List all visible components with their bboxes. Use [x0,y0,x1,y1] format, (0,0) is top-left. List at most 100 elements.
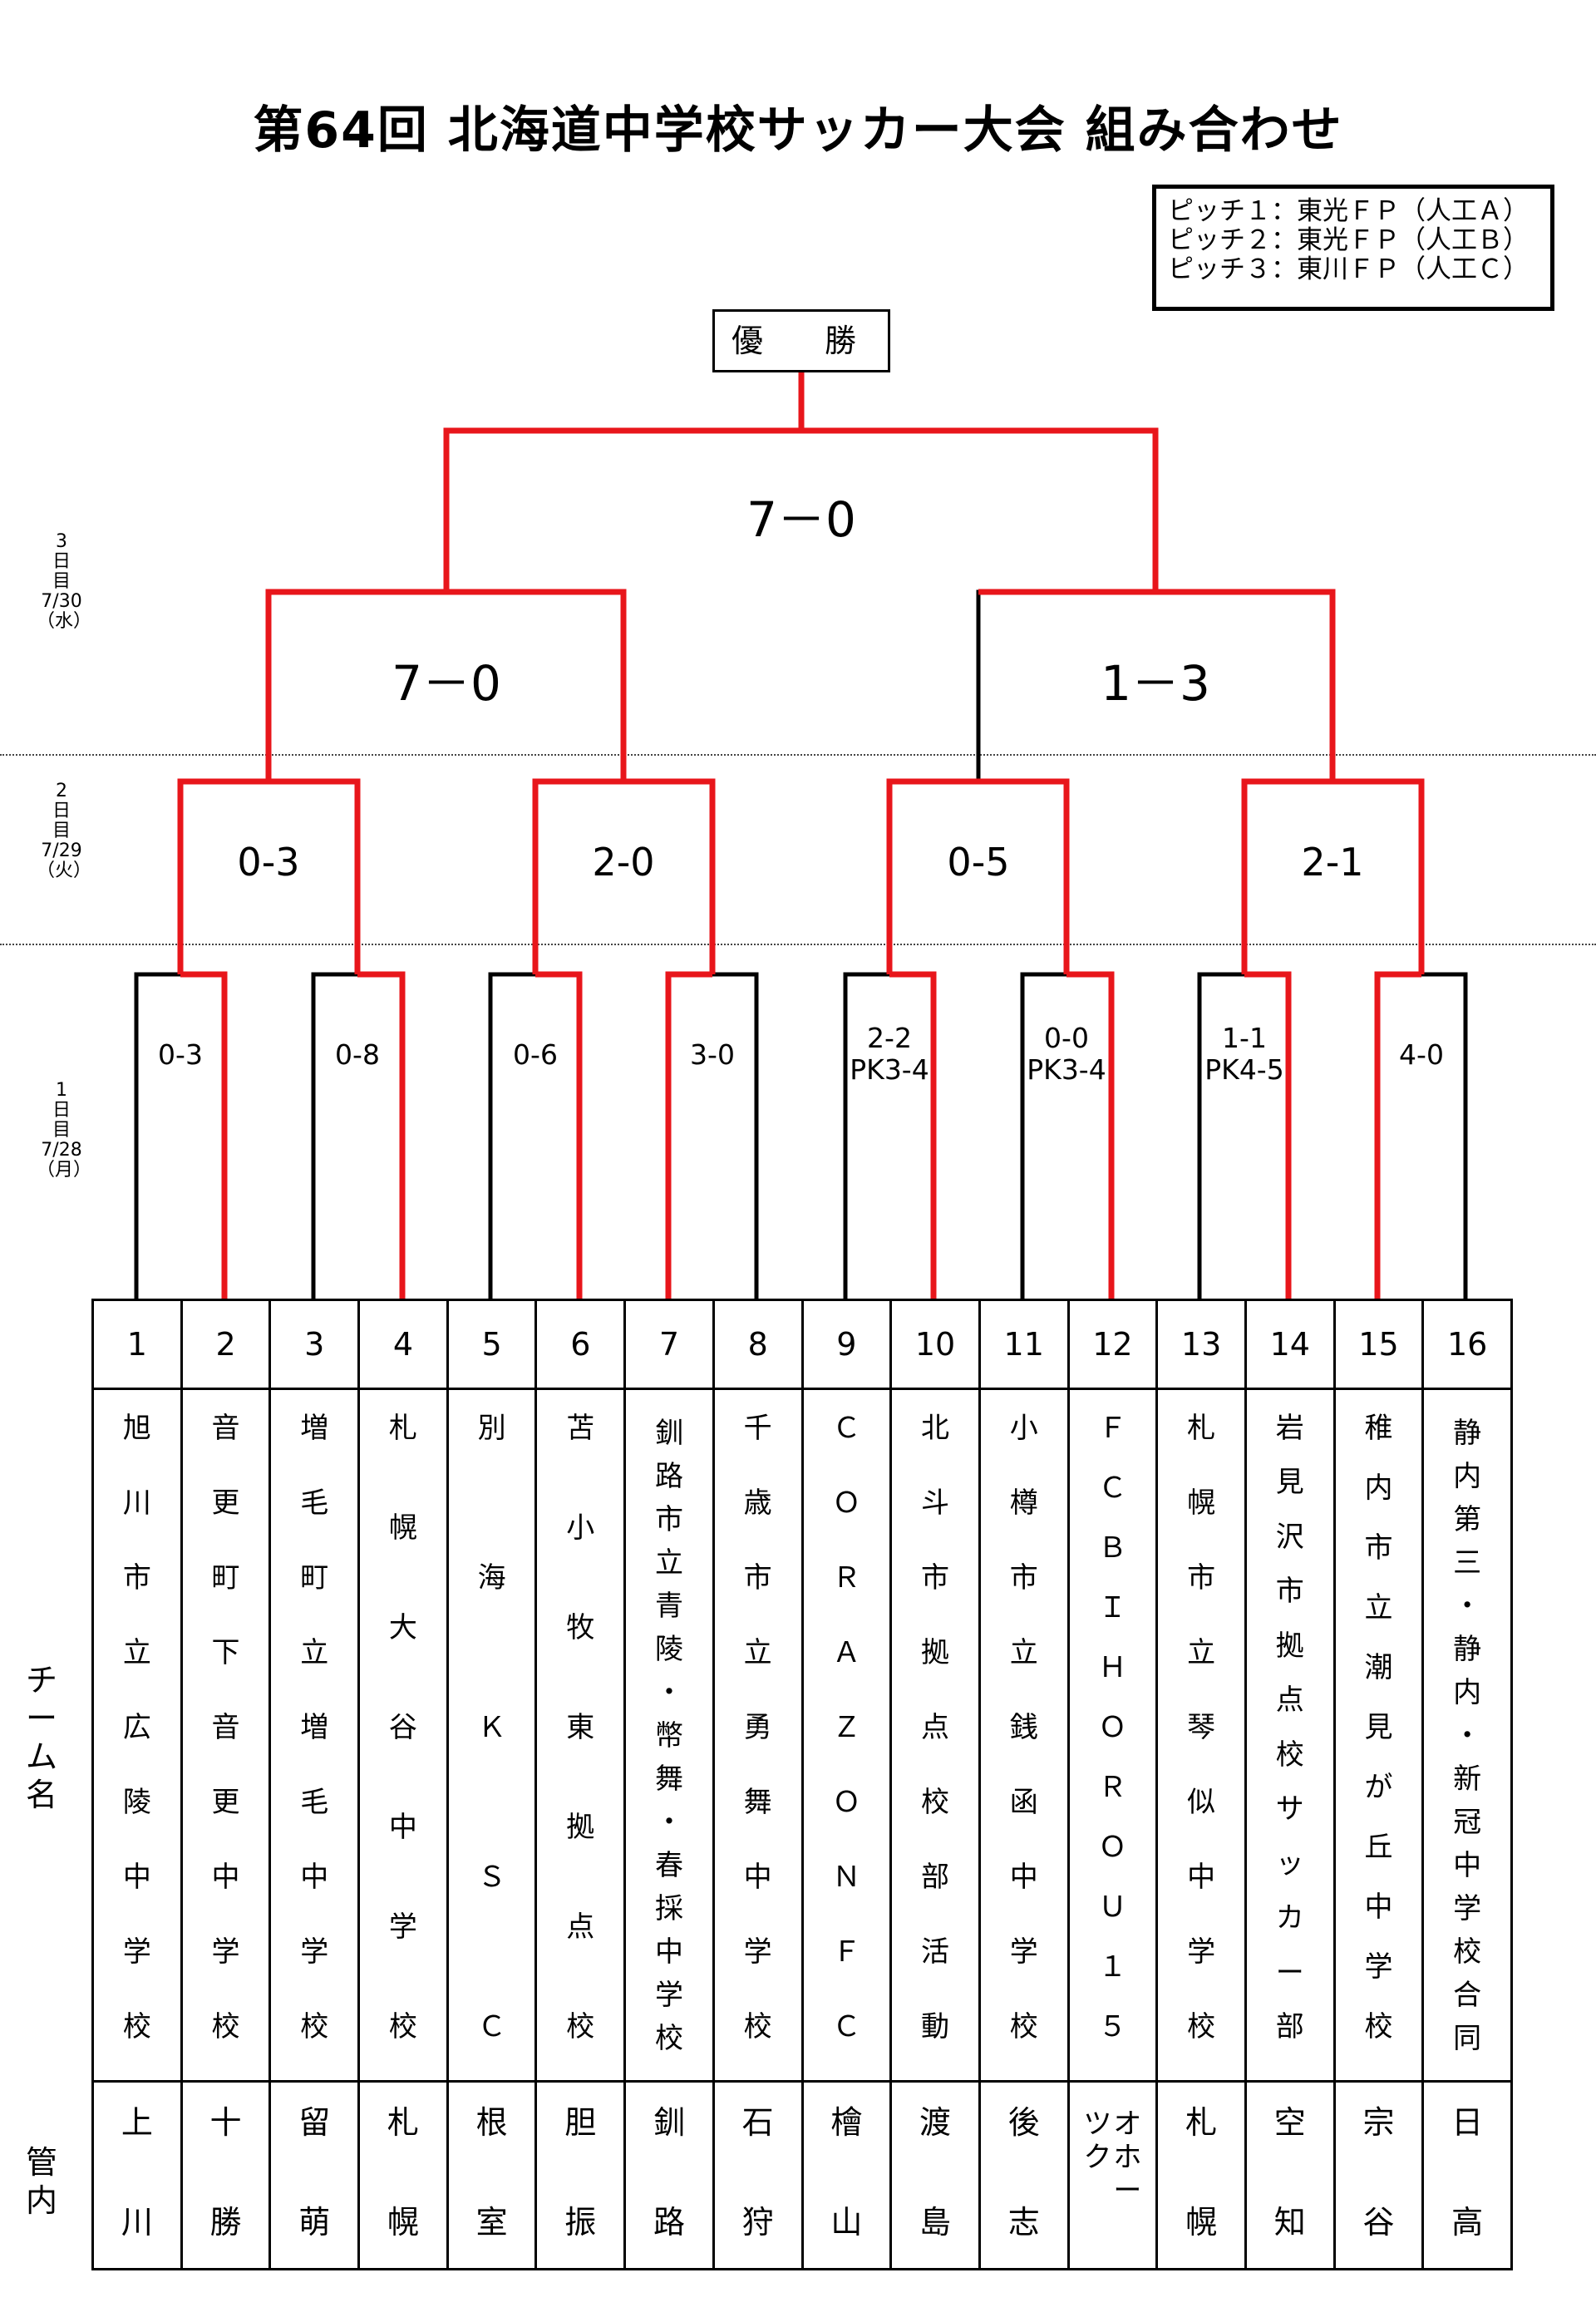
team-name-cell: 北斗市拠点校部活動 [889,1388,981,2083]
r1-score-5: 2-2 PK3-4 [850,1023,929,1086]
team-name: 静内第三・静内・新冠中学校合同 [1453,1417,1482,2055]
r1-score-6-pk: PK3-4 [1027,1053,1106,1086]
team-number: 15 [1332,1299,1425,1390]
team-number: 7 [623,1299,715,1390]
team-name: 岩見沢市拠点校サッカー部 [1275,1412,1304,2043]
team-number: 2 [180,1299,272,1390]
winner-path-team10 [889,971,937,1299]
r1-score-7: 1-1 PK4-5 [1204,1023,1283,1086]
winner-path-team12 [1066,971,1115,1299]
r1-score-7-pk: PK4-5 [1204,1053,1284,1086]
team-name: 釧路市立青陵・幣舞・春採中学校 [654,1417,683,2055]
team-name: 北斗市拠点校部活動 [921,1412,950,2043]
r1-score-1: 0-3 [158,1038,203,1071]
team-district: 石狩 [712,2080,804,2270]
r1-score-2: 0-8 [335,1038,380,1071]
winner-path-team6 [535,971,583,1299]
r1-score-6-result: 0-0 [1044,1022,1089,1054]
r1-score-6: 0-0 PK3-4 [1027,1023,1106,1086]
r1-match-8 [1375,972,1468,1299]
team-name: 小樽市立銭函中学校 [1009,1412,1038,2043]
team-district: 宗谷 [1332,2080,1425,2270]
team-name-cell: 札幌市立琴似中学校 [1155,1388,1247,2083]
district-row-label: 管 内 [25,2144,57,2219]
winner-path-team14 [1244,971,1292,1299]
day2-label: 2 日 目 7/29 （火） [37,781,92,881]
team-name-cell: 稚内市立潮見が丘中学校 [1332,1388,1425,2083]
qf-score-2: 2-0 [592,840,655,885]
team-district: 札幌 [1155,2080,1247,2270]
r1-score-3: 0-6 [513,1038,558,1071]
team-number: 12 [1066,1299,1159,1390]
team-district: 根室 [446,2080,538,2270]
team-district: 後志 [978,2080,1070,2270]
team-name: 苫小牧東拠点校 [566,1412,595,2043]
team-number: 5 [446,1299,538,1390]
page-title: 第64回 北海道中学校サッカー大会 組み合わせ [253,101,1343,160]
team-district: 胆振 [534,2080,627,2270]
sf-winner-2 [978,589,1336,781]
team-name: 音更町下音更中学校 [211,1412,240,2043]
team-number: 6 [534,1299,627,1390]
team-district: 渡島 [889,2080,981,2270]
r1-score-5-result: 2-2 [867,1022,912,1054]
team-name: 札幌大谷中学校 [388,1412,417,2043]
qf-score-1: 0-3 [237,840,300,885]
team-number: 11 [978,1299,1070,1390]
champion-box: 優 勝 [712,309,890,372]
semi-score-1: 7－0 [392,655,501,712]
team-number: 9 [800,1299,893,1390]
winner-path-team2 [180,971,228,1299]
r1-match-3 [488,972,582,1299]
team-name-cell: 音更町下音更中学校 [180,1388,272,2083]
team-number: 13 [1155,1299,1247,1390]
legend-pitch-2: ピッチ２：東光ＦＰ（人工Ｂ） [1168,225,1529,255]
team-name-cell: 札幌大谷中学校 [357,1388,449,2083]
team-name: 稚内市立潮見が丘中学校 [1364,1412,1393,2043]
team-name-cell: 小樽市立銭函中学校 [978,1388,1070,2083]
bracket-winner-paths [177,372,1425,1299]
day-separator-1 [0,754,1596,756]
team-district: 留萌 [268,2080,361,2270]
qf-score-3: 0-5 [947,840,1010,885]
team-district: オホーツク [1066,2080,1159,2270]
team-district: 釧路 [623,2080,715,2270]
district-row: 上川十勝留萌札幌根室胆振釧路石狩檜山渡島後志オホーツク札幌空知宗谷日高 [91,2080,1513,2270]
team-number: 16 [1421,1299,1513,1390]
r1-score-7-result: 1-1 [1222,1022,1267,1054]
team-name-row-label: チ ー ム 名 [25,1662,57,1813]
winner-path-team15 [1374,971,1421,1299]
team-name-cell: 旭川市立広陵中学校 [91,1388,183,2083]
team-district: 日高 [1421,2080,1513,2270]
winner-path-team7 [665,971,712,1299]
team-name-cell: 岩見沢市拠点校サッカー部 [1244,1388,1336,2083]
team-district: 札幌 [357,2080,449,2270]
legend-pitch-3: ピッチ３：東川ＦＰ（人工Ｃ） [1168,254,1529,284]
qf-score-4: 2-1 [1301,840,1364,885]
final-score: 7－0 [746,491,856,548]
team-number: 10 [889,1299,981,1390]
team-name-cell: 静内第三・静内・新冠中学校合同 [1421,1388,1513,2083]
team-name: 千歳市立勇舞中学校 [743,1412,772,2043]
team-number: 4 [357,1299,449,1390]
team-name-cell: 苫小牧東拠点校 [534,1388,627,2083]
qf-winner-3 [886,778,1070,974]
semi-score-2: 1－3 [1101,655,1210,712]
legend-pitch-1: ピッチ１：東光ＦＰ（人工Ａ） [1168,196,1529,226]
r1-score-8: 4-0 [1399,1038,1444,1071]
team-name-cell: 増毛町立増毛中学校 [268,1388,361,2083]
day1-label: 1 日 目 7/28 （月） [37,1080,92,1181]
team-district: 檜山 [800,2080,893,2270]
team-number: 14 [1244,1299,1336,1390]
team-number: 8 [712,1299,804,1390]
winner-path-team4 [357,971,406,1299]
r1-score-4: 3-0 [690,1038,735,1071]
r1-match-4 [666,972,759,1299]
